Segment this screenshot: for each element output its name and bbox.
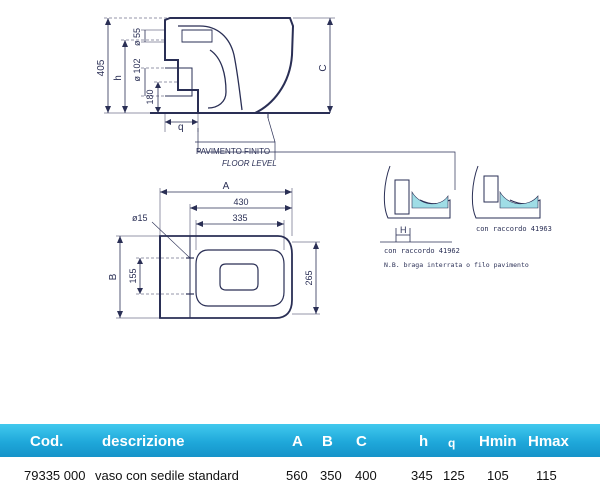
row-h: 345 [411,468,433,483]
dim-A: A [223,181,230,192]
spec-table-header: Cod. descrizione A B C h q Hmin Hmax [0,424,600,457]
row-c: 400 [355,468,377,483]
dim-15: ø15 [132,213,148,223]
detail-caption-41963: con raccordo 41963 [476,225,552,233]
dim-H-detail: H [400,225,407,235]
technical-drawing: 405 h ø 55 ø 102 180 q C PAVIMENTO FINIT… [96,17,552,319]
header-q: q [448,436,456,450]
side-view-trap [178,25,243,111]
floor-label-it: PAVIMENTO FINITO [196,147,270,156]
dim-q: q [178,122,184,133]
table-row: 79335 000 vaso con sedile standard 560 3… [0,457,600,501]
header-c: C [356,433,367,450]
row-hmin: 105 [487,468,509,483]
row-hmax: 115 [536,468,557,483]
row-a: 560 [286,468,308,483]
row-cod: 79335 000 [24,468,86,483]
detail-views [197,128,541,243]
dim-405: 405 [96,59,107,76]
dim-265: 265 [304,270,314,285]
dim-155: 155 [128,268,138,283]
detail-caption-41962: con raccordo 41962 [384,247,460,255]
dim-B: B [108,273,119,280]
dim-55: ø 55 [132,28,142,46]
row-b: 350 [320,468,342,483]
side-view-outline [164,17,295,114]
dim-h-side: h [113,75,124,81]
side-view [104,17,335,160]
header-h: h [419,433,429,450]
detail-note: N.B. braga interrata o filo pavimento [384,261,529,269]
detail-41963 [471,165,541,219]
row-descrizione: vaso con sedile standard [95,468,239,483]
dim-335: 335 [232,213,247,223]
detail-41962 [380,165,452,243]
top-view-outline [159,235,293,319]
header-hmin: Hmin [479,433,517,450]
header-hmax: Hmax [528,433,569,450]
floor-label-en: FLOOR LEVEL [222,159,277,168]
row-q: 125 [443,468,465,483]
header-cod: Cod. [30,433,64,450]
top-view [116,188,320,319]
dim-180: 180 [145,89,155,104]
top-view-seat [195,249,285,307]
dim-C: C [318,64,329,71]
header-descrizione: descrizione [102,433,185,450]
dim-102: ø 102 [132,58,142,81]
header-a: A [292,433,303,450]
dim-430: 430 [233,197,248,207]
header-b: B [322,433,333,450]
